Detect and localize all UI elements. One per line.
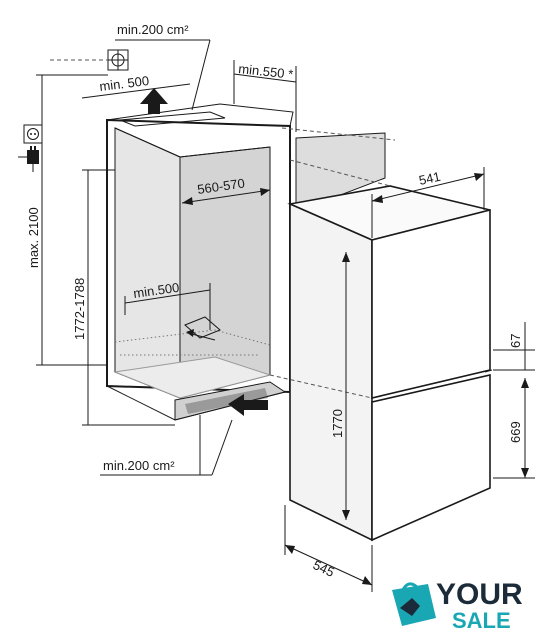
dim-upper-gap-label: 67 [508, 334, 523, 348]
yoursale-logo: YOUR SALE [392, 578, 523, 633]
niche-inner-left-wall [114, 127, 181, 399]
dim-top-depth: min. 500 [81, 73, 191, 99]
alignment-lines [269, 127, 396, 399]
top-vent-slot [119, 111, 226, 127]
align-top [289, 159, 391, 187]
dim-fridge-height-label: 1770 [330, 409, 345, 438]
fridge-door-gap-bottom [371, 374, 491, 403]
fridge-left-side [289, 202, 373, 542]
power-plug-icon [18, 146, 39, 172]
open-door [295, 132, 386, 213]
niche-ceiling-edge [114, 127, 271, 158]
align-door [281, 127, 396, 141]
niche-top-slab [106, 103, 294, 127]
dim-fridge-width-label: 541 [418, 169, 442, 188]
dim-top-vent-label: min.200 cm² [117, 22, 189, 37]
dim-niche-height: 1772-1788 [72, 169, 175, 426]
dim-top-depth-line [81, 83, 191, 99]
bottom-vent-grille [185, 388, 268, 414]
dim-fridge-depth-line [284, 544, 373, 586]
dim-fridge-height: 1770 [330, 252, 350, 520]
dim-inner-depth-line [124, 289, 211, 304]
dim-door-clearance-label: min.550 * [238, 61, 294, 82]
dim-fridge-depth-label: 545 [311, 557, 337, 580]
dim-inner-depth-label: min.500 [132, 280, 180, 301]
dim-upper-gap: 67 [493, 322, 535, 371]
dim-door-clearance-line [233, 73, 297, 83]
dim-niche-width-line [181, 189, 271, 204]
dim-top-vent: min.200 cm² [115, 22, 211, 111]
dim-bottom-vent: min.200 cm² [100, 415, 233, 476]
dim-inner-depth: min.500 [124, 280, 216, 341]
dim-niche-width-label: 560-570 [196, 175, 245, 196]
fridge-front-upper [371, 208, 491, 400]
floor-guide-dotted [114, 329, 271, 346]
power-outlet-icon [23, 124, 43, 144]
fridge-front-lower [371, 373, 491, 542]
fridge-door-gap-top [371, 369, 491, 399]
inner-vent-panel [184, 316, 221, 339]
dim-max-height: max. 2100 [26, 74, 108, 366]
logo-word-top: YOUR [436, 578, 523, 611]
logo-word-bottom: SALE [452, 608, 511, 633]
air-in-arrow-icon [228, 394, 268, 416]
dim-fridge-width-line [371, 173, 485, 202]
dim-max-height-label: max. 2100 [26, 207, 41, 268]
fridge-unit [287, 185, 493, 542]
dim-lower-height-label: 669 [508, 421, 523, 443]
align-bottom [269, 374, 373, 399]
dim-top-depth-label: min. 500 [99, 73, 150, 94]
dim-top-vent-pointer [191, 39, 211, 111]
dim-lower-height: 669 [493, 378, 535, 479]
air-out-arrow-icon [140, 88, 168, 114]
dim-bottom-vent-pointer-2 [211, 419, 233, 476]
dim-fridge-width: 541 [371, 167, 485, 238]
dim-niche-height-label: 1772-1788 [72, 278, 87, 340]
fridge-handle [484, 369, 493, 373]
niche-cabinet [106, 103, 294, 421]
vent-socket-icon [50, 49, 129, 71]
dim-door-clearance: min.550 * [233, 60, 297, 132]
dim-niche-width: 560-570 [181, 175, 271, 205]
hand-icon [400, 598, 420, 616]
dim-bottom-vent-label: min.200 cm² [103, 458, 175, 473]
